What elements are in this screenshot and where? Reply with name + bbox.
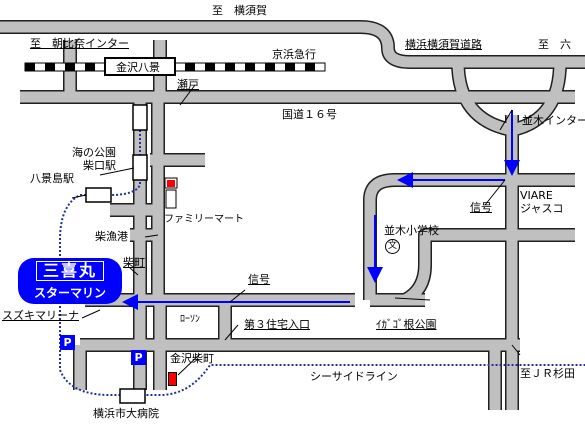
lawson-label: ﾛｰｿﾝ bbox=[180, 314, 200, 325]
namiki-ic-label: 並木インター bbox=[522, 114, 585, 127]
school-icon: 文 bbox=[385, 239, 400, 254]
traffic-signal-mid-label: 信号 bbox=[248, 273, 270, 286]
to-jr-sugita-label: 至ＪＲ杉田 bbox=[520, 367, 575, 380]
family-mart-label: ファミリーマート bbox=[164, 214, 244, 225]
yokohama-yokosuka-road-label: 横浜横須賀道路 bbox=[405, 38, 482, 51]
route16-label: 国道１６号 bbox=[282, 108, 337, 121]
yokohama-city-university-hospital-label: 横浜市大病院 bbox=[93, 407, 159, 420]
star-marine-label: スターマリン bbox=[33, 286, 106, 300]
shibamachi-label: 柴町 bbox=[123, 256, 145, 269]
to-roku-label: 至 六 bbox=[538, 38, 571, 51]
seto-label: 瀬戸 bbox=[177, 78, 199, 91]
traffic-signal-right-label: 信号 bbox=[470, 201, 492, 214]
namiki-elementary-school-label: 並木小学校 bbox=[384, 224, 439, 237]
suzuki-marina-label: スズキマリーナ bbox=[2, 309, 79, 322]
hakkeijima-station-label: 八景島駅 bbox=[30, 172, 74, 185]
parking-icon: P bbox=[60, 335, 75, 350]
kanazawa-shibamachi-station-label: 金沢柴町 bbox=[170, 352, 214, 365]
daisan-jutaku-entrance-label: 第３住宅入口 bbox=[244, 318, 310, 331]
parking-icon: P bbox=[131, 350, 146, 365]
seaside-line-label: シーサイドライン bbox=[310, 370, 398, 383]
kanazawa-hakkei-station-label: 金沢八景 bbox=[116, 61, 160, 74]
gas-station-icon bbox=[168, 372, 177, 386]
viare-jusco-label: VIARE ジャスコ bbox=[520, 189, 564, 215]
sankimaru-star-marine-badge: 三喜丸 スターマリン bbox=[18, 258, 122, 304]
convenience-store-icon bbox=[167, 180, 175, 187]
to-asahina-ic-label: 至 朝比奈インター bbox=[30, 37, 129, 50]
ikagone-park-label: ｲｶﾞｺﾞ根公園 bbox=[376, 318, 437, 331]
to-yokosuka-label: 至 横須賀 bbox=[212, 4, 267, 17]
umi-no-koen-shibaguchi-station-label: 海の公園 柴口駅 bbox=[72, 146, 116, 172]
keihin-kyuko-label: 京浜急行 bbox=[272, 48, 316, 61]
sankimaru-logo: 三喜丸 bbox=[35, 261, 104, 281]
shiba-fishing-port-label: 柴漁港 bbox=[95, 230, 128, 243]
